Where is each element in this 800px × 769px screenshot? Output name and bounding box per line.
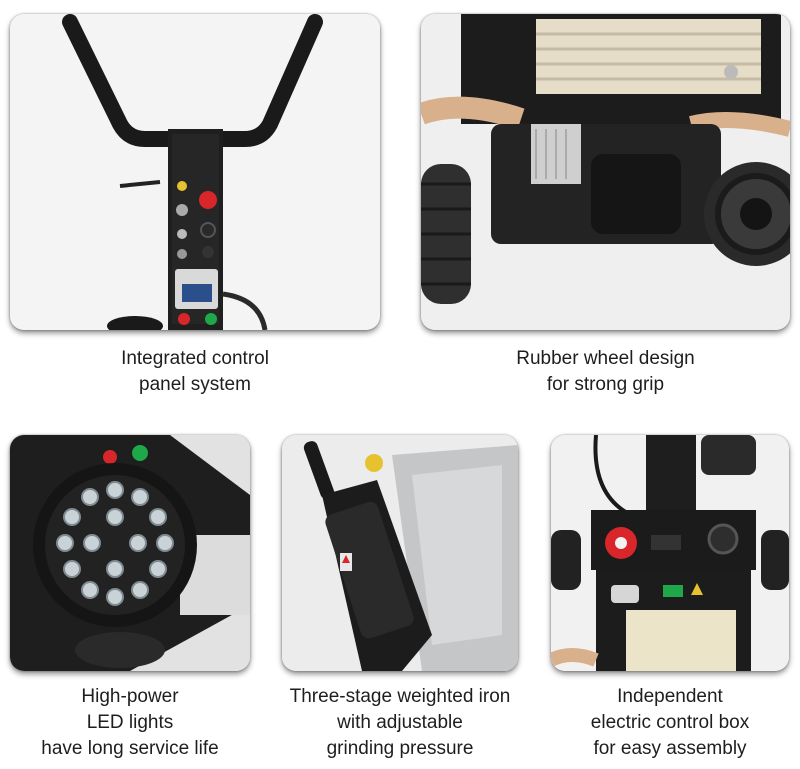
led-lights-illustration [10,435,250,671]
caption-line: Integrated control [121,348,269,369]
caption-line: for strong grip [546,374,665,395]
rubber-wheel-caption: Rubber wheel design for strong grip [421,346,790,398]
caption-line: with adjustable [337,712,463,733]
caption-line: Rubber wheel design [516,348,695,369]
control-box-illustration [551,435,789,671]
caption-line: for easy assembly [593,738,747,759]
weighted-iron-photo [282,435,518,671]
caption-line: have long service life [41,738,219,759]
rubber-wheel-illustration [421,14,790,330]
caption-line: panel system [139,374,251,395]
weighted-iron-illustration [282,435,518,671]
weighted-iron-caption: Three-stage weighted iron with adjustabl… [262,684,538,762]
control-panel-caption: Integrated control panel system [10,346,380,398]
caption-line: High-power [81,686,179,707]
control-box-caption: Independent electric control box for eas… [540,684,800,762]
caption-line: grinding pressure [326,738,474,759]
caption-line: LED lights [86,712,174,733]
led-lights-caption: High-power LED lights have long service … [0,684,260,762]
control-box-photo [551,435,789,671]
led-array-icon [56,481,174,606]
control-panel-illustration [10,14,380,330]
led-lights-photo [10,435,250,671]
emergency-stop-icon [199,191,217,209]
caption-line: Three-stage weighted iron [289,686,511,707]
knob-icon [365,454,383,472]
control-panel-photo [10,14,380,330]
caption-line: electric control box [590,712,750,733]
caption-line: Independent [617,686,723,707]
rubber-wheel-photo [421,14,790,330]
